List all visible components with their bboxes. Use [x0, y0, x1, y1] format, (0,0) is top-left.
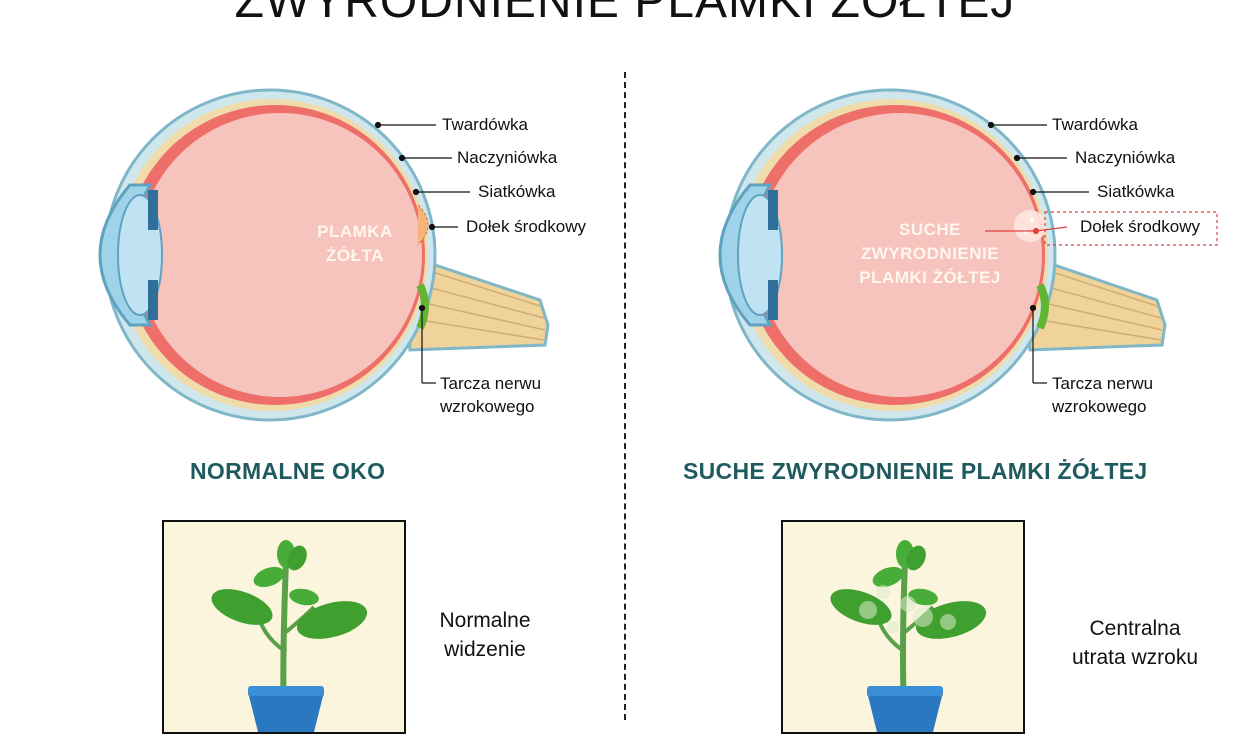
- pot: [867, 692, 943, 732]
- label-optic-disc: Tarcza nerwu wzrokowego: [1052, 372, 1153, 418]
- amd-vision-caption: Centralna utrata wzroku: [1050, 614, 1220, 672]
- label-optic-disc: Tarcza nerwu wzrokowego: [440, 372, 541, 418]
- caption-line: utrata wzroku: [1071, 646, 1199, 669]
- leaf: [908, 588, 938, 606]
- label-sclera: Twardówka: [442, 115, 528, 134]
- blurred-plant-illustration: [830, 540, 987, 732]
- inner-label-line: PLAMKA: [317, 222, 393, 241]
- label-optic-disc-line: wzrokowego: [1052, 397, 1147, 416]
- amd-eye-diagram: [718, 88, 1218, 422]
- healthy-plant-illustration: [211, 540, 368, 732]
- label-optic-disc-line: Tarcza nerwu: [440, 374, 542, 393]
- leaf: [253, 566, 285, 588]
- page-title: ZWYRODNIENIE PLAMKI ŻÓŁTEJ: [234, 0, 1016, 28]
- label-choroid: Naczyniówka: [457, 148, 558, 167]
- normal-eye-diagram: [98, 88, 550, 422]
- leaf: [872, 566, 904, 588]
- label-retina: Siatkówka: [478, 182, 556, 201]
- normal-vision-frame: [162, 520, 406, 734]
- vision-loss-blotches: [859, 585, 956, 633]
- iris: [148, 190, 158, 230]
- normal-macula-label: PLAMKA ŻÓŁTA: [300, 220, 410, 268]
- fovea: [417, 204, 429, 246]
- inner-label-line: ZWYRODNIENIE: [860, 244, 1000, 263]
- label-fovea: Dołek środkowy: [1080, 217, 1200, 236]
- caption-line: Normalne: [439, 609, 531, 632]
- amd-eye-heading: SUCHE ZWYRODNIENIE PLAMKI ŻÓŁTEJ: [683, 458, 1148, 484]
- inner-label-line: PLAMKI ŻÓŁTEJ: [859, 268, 1001, 287]
- label-optic-disc-line: Tarcza nerwu: [1052, 374, 1154, 393]
- amd-macula-label: SUCHE ZWYRODNIENIE PLAMKI ŻÓŁTEJ: [845, 218, 1015, 290]
- vitreous-body: [758, 113, 1042, 397]
- leaf: [287, 545, 307, 571]
- pot: [248, 692, 324, 732]
- caption-line: widzenie: [444, 638, 526, 661]
- leaf: [289, 588, 319, 606]
- label-retina: Siatkówka: [1097, 182, 1175, 201]
- label-fovea: Dołek środkowy: [466, 217, 586, 236]
- normal-eye-heading: NORMALNE OKO: [190, 458, 386, 484]
- leaf: [296, 601, 368, 639]
- label-optic-disc-line: wzrokowego: [440, 397, 535, 416]
- label-sclera: Twardówka: [1052, 115, 1138, 134]
- inner-label-line: ŻÓŁTA: [326, 246, 384, 265]
- iris: [768, 190, 778, 230]
- amd-vision-frame: [781, 520, 1025, 734]
- inner-label-line: SUCHE: [898, 220, 961, 239]
- label-choroid: Naczyniówka: [1075, 148, 1176, 167]
- leaf: [211, 589, 273, 625]
- fovea-highlight-box: [1044, 211, 1218, 246]
- drusen-spot: [1014, 210, 1046, 242]
- leaf: [906, 545, 926, 571]
- normal-vision-caption: Normalne widzenie: [420, 606, 550, 664]
- caption-line: Centralna: [1089, 617, 1181, 640]
- vitreous-body: [138, 113, 422, 397]
- optic-disc: [1036, 283, 1049, 330]
- center-divider: [624, 72, 626, 720]
